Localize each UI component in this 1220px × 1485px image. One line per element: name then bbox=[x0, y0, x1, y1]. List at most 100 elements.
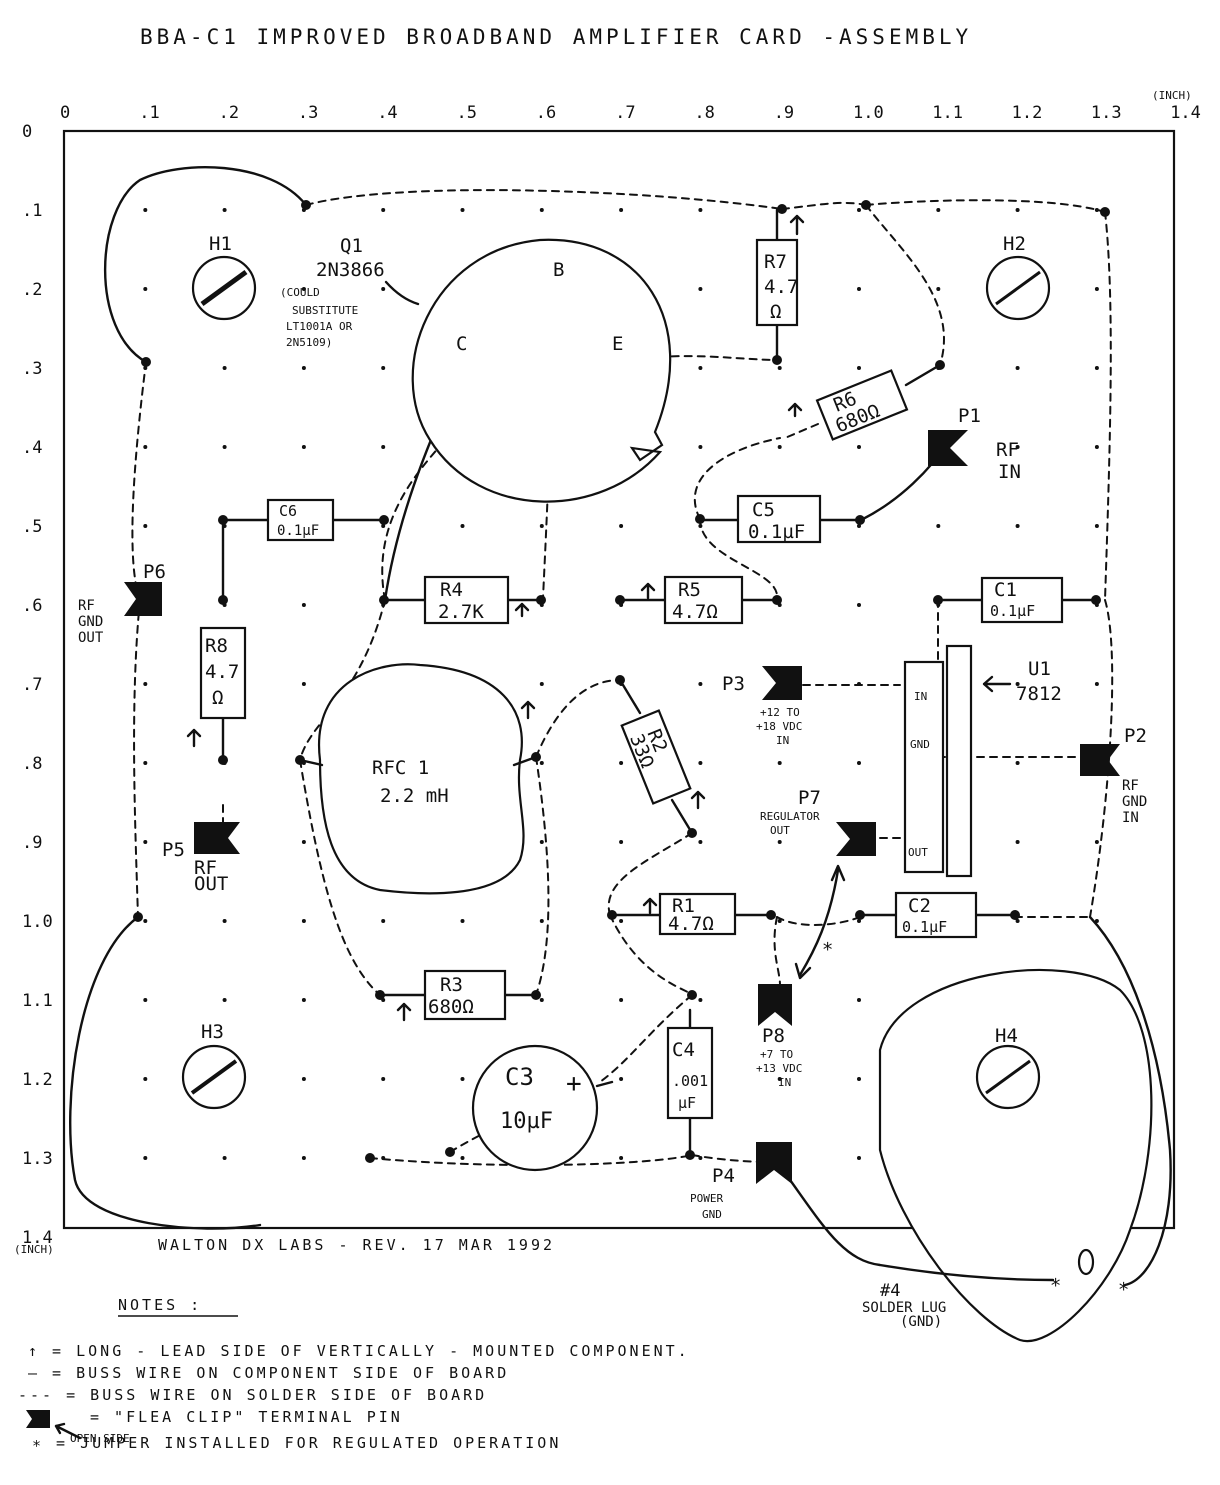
grid-hole bbox=[698, 682, 703, 686]
x-tick-label: .8 bbox=[694, 103, 714, 123]
grid-hole bbox=[222, 1156, 227, 1160]
grid-hole bbox=[222, 445, 227, 449]
svg-text:C1: C1 bbox=[994, 579, 1017, 601]
grid-hole bbox=[698, 445, 703, 449]
capacitor-c6: C6 0.1µF bbox=[221, 498, 386, 542]
note-solder-side: --- = BUSS WIRE ON SOLDER SIDE OF BOARD bbox=[18, 1386, 487, 1404]
grid-hole bbox=[1094, 524, 1099, 528]
svg-text:+12 TO: +12 TO bbox=[760, 706, 800, 719]
svg-text:OUT: OUT bbox=[194, 873, 228, 895]
note-open-side: OPEN SIDE bbox=[70, 1432, 130, 1445]
grid-hole bbox=[222, 208, 227, 212]
grid-hole bbox=[460, 1156, 465, 1160]
grid-hole bbox=[1094, 840, 1099, 844]
mounting-hole-h2: H2 bbox=[985, 233, 1051, 321]
solder-node bbox=[141, 357, 151, 367]
svg-text:+13 VDC: +13 VDC bbox=[756, 1062, 802, 1075]
x-tick-label: .6 bbox=[536, 103, 556, 123]
svg-text:680Ω: 680Ω bbox=[428, 996, 474, 1018]
board-outline bbox=[62, 129, 1176, 1230]
terminal-pin-p1: P1 RF IN bbox=[928, 405, 1021, 483]
y-tick-label: .7 bbox=[22, 675, 42, 695]
grid-hole bbox=[1015, 919, 1020, 923]
resistor-r1: R1 4.7Ω bbox=[610, 892, 773, 936]
grid-hole bbox=[301, 998, 306, 1002]
svg-text:IN: IN bbox=[1122, 810, 1139, 826]
grid-hole bbox=[143, 840, 148, 844]
y-tick-label: 1.0 bbox=[22, 912, 53, 932]
svg-text:RF: RF bbox=[78, 598, 95, 614]
svg-text:P5: P5 bbox=[162, 839, 185, 861]
grid-hole bbox=[619, 919, 624, 923]
svg-text:H4: H4 bbox=[995, 1025, 1018, 1047]
y-tick-label: 0 bbox=[22, 122, 32, 142]
svg-text:2.2 mH: 2.2 mH bbox=[380, 785, 449, 807]
svg-text:POWER: POWER bbox=[690, 1192, 723, 1205]
svg-text:+7 TO: +7 TO bbox=[760, 1048, 793, 1061]
grid-hole bbox=[857, 761, 861, 765]
svg-text:P6: P6 bbox=[143, 561, 166, 583]
svg-text:H3: H3 bbox=[201, 1021, 224, 1043]
terminal-pin-p7: P7 REGULATOR OUT bbox=[760, 787, 876, 856]
svg-text:SOLDER LUG: SOLDER LUG bbox=[862, 1300, 946, 1316]
grid-hole bbox=[301, 287, 306, 291]
capacitor-c3: C3 10µF + bbox=[471, 1044, 614, 1172]
grid-hole bbox=[301, 682, 306, 686]
svg-text:GND: GND bbox=[1122, 794, 1147, 810]
y-tick-label: .9 bbox=[22, 833, 42, 853]
svg-text:IN: IN bbox=[776, 734, 789, 747]
svg-text:7812: 7812 bbox=[1016, 683, 1062, 705]
revision-label: WALTON DX LABS - REV. 17 MAR 1992 bbox=[158, 1236, 555, 1254]
grid-hole bbox=[619, 524, 624, 528]
svg-text:∗: ∗ bbox=[1050, 1271, 1061, 1293]
grid-hole bbox=[539, 998, 544, 1002]
y-tick-label: .2 bbox=[22, 280, 42, 300]
svg-text:0.1µF: 0.1µF bbox=[902, 918, 947, 936]
solder-lug: ∗ ∗ #4 SOLDER LUG (GND) bbox=[862, 1248, 1129, 1330]
grid-hole bbox=[460, 919, 465, 923]
svg-text:2.7K: 2.7K bbox=[438, 601, 484, 623]
grid-hole bbox=[301, 919, 306, 923]
grid-hole bbox=[857, 445, 861, 449]
svg-text:IN: IN bbox=[778, 1076, 791, 1089]
svg-text:P7: P7 bbox=[798, 787, 821, 809]
grid-hole bbox=[460, 208, 465, 212]
grid-hole bbox=[381, 1077, 386, 1081]
grid-hole bbox=[143, 524, 148, 528]
svg-text:∗: ∗ bbox=[1118, 1275, 1129, 1297]
grid-hole bbox=[1015, 524, 1020, 528]
grid-hole bbox=[301, 445, 306, 449]
svg-text:IN: IN bbox=[998, 461, 1021, 483]
grid-hole bbox=[777, 1077, 782, 1081]
svg-text:0.1µF: 0.1µF bbox=[990, 602, 1035, 620]
grid-hole bbox=[698, 287, 703, 291]
svg-text:OUT: OUT bbox=[78, 630, 104, 646]
y-tick-label: 1.4 bbox=[22, 1228, 53, 1248]
svg-text:RF: RF bbox=[194, 857, 217, 879]
grid-hole bbox=[936, 287, 941, 291]
svg-text:SUBSTITUTE: SUBSTITUTE bbox=[292, 304, 358, 317]
x-tick-label: 1.2 bbox=[1012, 103, 1043, 123]
svg-text:OUT: OUT bbox=[908, 846, 928, 859]
svg-text:0.1µF: 0.1µF bbox=[748, 521, 805, 543]
grid-hole bbox=[857, 603, 861, 607]
grid-hole bbox=[301, 1077, 306, 1081]
svg-text:4.7: 4.7 bbox=[205, 661, 239, 683]
solder-node bbox=[861, 200, 871, 210]
grid-hole bbox=[936, 524, 941, 528]
svg-text:U1: U1 bbox=[1028, 658, 1051, 680]
grid-hole bbox=[539, 761, 544, 765]
svg-text:C3: C3 bbox=[505, 1063, 534, 1091]
resistor-r7: R7 4.7 Ω bbox=[755, 208, 798, 327]
mounting-hole-h4: H4 bbox=[878, 968, 1153, 1343]
y-tick-label: .3 bbox=[22, 359, 42, 379]
grid-hole bbox=[143, 998, 148, 1002]
grid-hole bbox=[777, 919, 782, 923]
grid-hole bbox=[1015, 682, 1020, 686]
grid-hole bbox=[143, 682, 148, 686]
svg-text:RF: RF bbox=[1122, 778, 1139, 794]
diagram-title: BBA-C1 IMPROVED BROADBAND AMPLIFIER CARD… bbox=[140, 25, 972, 49]
terminal-pin-p3: P3 +12 TO +18 VDC IN bbox=[722, 666, 802, 747]
r2-lead-top bbox=[618, 678, 642, 715]
svg-text:P4: P4 bbox=[712, 1165, 735, 1187]
